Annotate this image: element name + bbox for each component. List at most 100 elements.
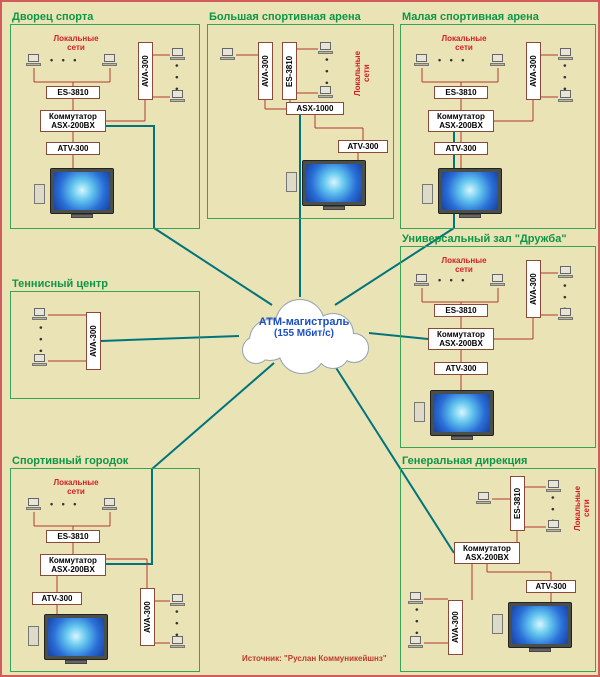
local-networks-label: Локальные сети [353,50,371,96]
workstation-icon [220,48,236,62]
workstation-icon [414,274,430,288]
codec-unit-icon [422,184,433,204]
workstation-icon [170,636,186,650]
site-druzhba-box [400,246,596,448]
site-malaya-title: Малая спортивная арена [402,11,539,23]
workstation-icon [490,274,506,288]
video-monitor-icon [508,602,572,652]
cloud-shape-icon [242,299,369,374]
ellipsis-dots: • • • [172,64,182,94]
asx-200bx-switch-box: Коммутатор ASX-200BX [428,110,494,132]
video-monitor-icon [50,168,114,218]
workstation-icon [32,354,48,368]
es-3810-box: ES-3810 [434,304,488,317]
workstation-icon [546,480,562,494]
workstation-icon [408,636,424,650]
workstation-icon [558,308,574,322]
workstation-icon [558,48,574,62]
site-tennis-box [10,291,200,399]
switch-label-line1: Коммутатор [49,111,97,121]
cloud-label: АТМ-магистраль (155 Мбит/с) [230,316,378,339]
local-networks-label: Локальные сети [53,478,99,496]
site-direkciya-title: Генеральная дирекция [402,455,528,467]
asx-200bx-switch-box: Коммутатор ASX-200BX [428,328,494,350]
asx-200bx-switch-box: Коммутатор ASX-200BX [454,542,520,564]
workstation-icon [102,54,118,68]
workstation-icon [558,266,574,280]
workstation-icon [558,90,574,104]
atm-backbone-cloud: АТМ-магистраль (155 Мбит/с) [230,290,378,380]
video-monitor-icon [302,160,366,210]
es-3810-box: ES-3810 [510,476,525,531]
codec-unit-icon [492,614,503,634]
es-3810-box: ES-3810 [434,86,488,99]
workstation-icon [26,498,42,512]
workstation-icon [170,594,186,608]
site-direkciya-box [400,468,596,672]
ellipsis-dots: • • • [548,496,558,526]
ava-300-box: AVA-300 [448,600,463,655]
workstation-icon [26,54,42,68]
ellipsis-dots: • • • [438,275,468,285]
ava-300-box: AVA-300 [140,588,155,646]
workstation-icon [476,492,492,506]
site-dvorets-box [10,24,200,229]
switch-label-line1: Коммутатор [49,555,97,565]
workstation-icon [170,90,186,104]
switch-label-line2: ASX-200BX [465,553,509,562]
local-networks-label: Локальные сети [441,34,487,52]
ava-300-box: AVA-300 [138,42,153,100]
ava-300-box: AVA-300 [526,260,541,318]
es-3810-box: ES-3810 [282,42,297,100]
site-gorodok-box [10,468,200,672]
codec-unit-icon [286,172,297,192]
workstation-icon [546,520,562,534]
workstation-icon [102,498,118,512]
atv-300-box: ATV-300 [338,140,388,153]
workstation-icon [170,48,186,62]
video-monitor-icon [430,390,494,440]
local-networks-label: Локальные сети [573,485,591,531]
ellipsis-dots: • • • [412,608,422,638]
backbone-speed: (155 Мбит/с) [273,328,334,339]
ellipsis-dots: • • • [322,58,332,88]
ellipsis-dots: • • • [50,499,80,509]
site-bolshaya-title: Большая спортивная арена [209,11,361,23]
local-networks-label: Локальные сети [441,256,487,274]
ava-300-box: AVA-300 [526,42,541,100]
codec-unit-icon [28,626,39,646]
site-malaya-box [400,24,596,229]
site-bolshaya-box [207,24,394,219]
workstation-icon [32,308,48,322]
switch-label-line1: Коммутатор [437,111,485,121]
switch-label-line2: ASX-200BX [439,121,483,130]
atv-300-box: ATV-300 [46,142,100,155]
atv-300-box: ATV-300 [526,580,576,593]
ellipsis-dots: • • • [560,284,570,314]
site-gorodok-title: Спортивный городок [12,455,129,467]
asx-1000-switch-box: ASX-1000 [286,102,344,115]
atv-300-box: ATV-300 [434,142,488,155]
workstation-icon [318,42,334,56]
codec-unit-icon [34,184,45,204]
asx-200bx-switch-box: Коммутатор ASX-200BX [40,110,106,132]
switch-label-line1: Коммутатор [463,543,511,553]
workstation-icon [490,54,506,68]
workstation-icon [318,86,334,100]
switch-label-line2: ASX-200BX [439,339,483,348]
switch-label-line1: Коммутатор [437,329,485,339]
workstation-icon [408,592,424,606]
atv-300-box: ATV-300 [32,592,82,605]
switch-label-line2: ASX-200BX [51,565,95,574]
codec-unit-icon [414,402,425,422]
es-3810-box: ES-3810 [46,530,100,543]
site-druzhba-title: Универсальный зал "Дружба" [402,233,567,245]
site-tennis-title: Теннисный центр [12,278,108,290]
ava-300-box: AVA-300 [86,312,101,370]
video-monitor-icon [438,168,502,218]
backbone-title: АТМ-магистраль [258,316,350,328]
site-dvorets-title: Дворец спорта [12,11,94,23]
ellipsis-dots: • • • [560,64,570,94]
ava-300-box: AVA-300 [258,42,273,100]
